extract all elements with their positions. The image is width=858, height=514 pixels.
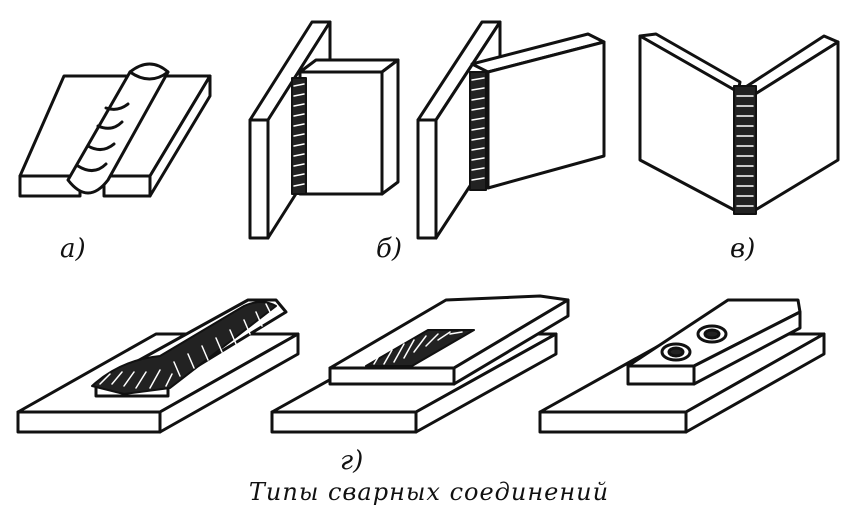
angled-joint-drawing <box>416 20 606 240</box>
butt-joint-drawing <box>18 62 212 198</box>
t-joint-drawing <box>248 20 400 240</box>
lap-joint-spot-drawing <box>538 298 826 434</box>
label-g: г) <box>340 446 364 476</box>
lap-joint-slot-drawing <box>270 294 570 434</box>
figure-caption: Типы сварных соединений <box>248 478 610 506</box>
lap-joint-fillet-drawing <box>16 298 300 434</box>
label-b: б) <box>376 234 403 264</box>
label-a: а) <box>60 234 86 264</box>
label-v: в) <box>730 234 756 264</box>
corner-joint-drawing <box>638 32 840 215</box>
